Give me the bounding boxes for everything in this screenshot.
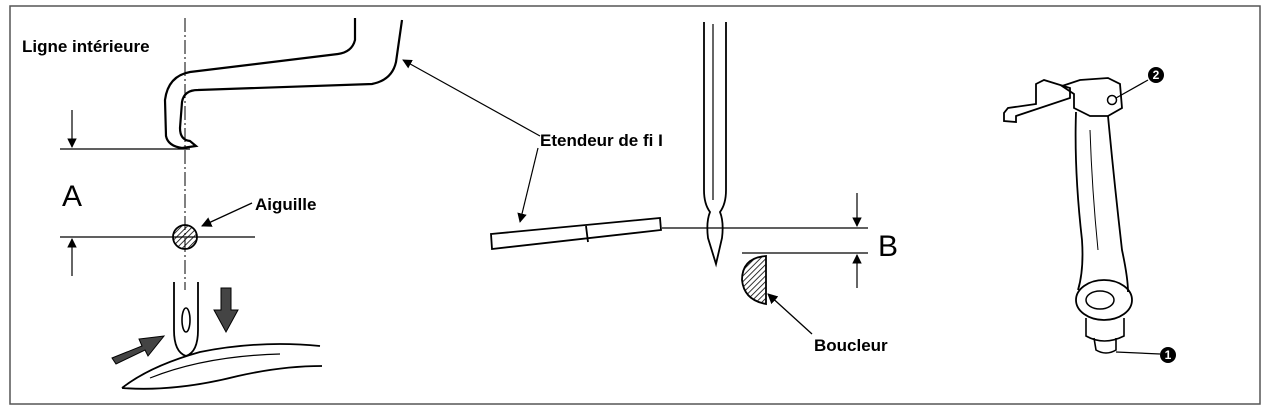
needle-pointer (201, 202, 253, 227)
push-arrow (111, 335, 166, 365)
thread-spreader-hook (163, 18, 404, 150)
down-arrow (213, 287, 239, 334)
screw-1-lead (1115, 351, 1161, 355)
spreader-head (1059, 77, 1123, 117)
screw-2 (1106, 94, 1118, 106)
callout-2-badge (1148, 67, 1164, 83)
spreader-arm (1003, 79, 1071, 123)
callout-1-badge (1160, 347, 1176, 363)
looper-groove (149, 353, 281, 379)
spreader-boss (1075, 279, 1133, 321)
spreader-body (1074, 111, 1129, 293)
dim-a-label: A (62, 180, 82, 213)
looper-pointer (767, 293, 813, 335)
looper-blade (121, 343, 323, 390)
needle-side (703, 22, 727, 268)
looper-section (741, 255, 767, 306)
right-panel: 2 1 (1003, 67, 1176, 363)
needle-front (173, 282, 199, 357)
callout-2-number: 2 (1153, 68, 1160, 82)
needle-eye (181, 307, 191, 333)
needle-label: Aiguille (255, 195, 316, 214)
spreader-boss-hole (1085, 290, 1115, 310)
inner-line-label: Ligne intérieure (22, 37, 150, 56)
needle-section (172, 224, 198, 250)
spreader-body-inner (1089, 129, 1099, 251)
looper-label: Boucleur (814, 336, 888, 355)
thread-spreader-label: Etendeur de fi I (540, 131, 663, 150)
spreader-pointer-bottom (517, 147, 539, 223)
left-panel: Ligne intérieure A Aiguille (22, 18, 404, 390)
spreader-pointer-top (402, 59, 541, 137)
dim-b-label: B (878, 230, 898, 263)
callout-1-number: 1 (1165, 348, 1172, 362)
center-panel: Etendeur de fi I B Boucleur (402, 22, 898, 355)
thread-spreader-blade (490, 217, 662, 250)
spreader-collar (1085, 318, 1125, 354)
diagram-frame (9, 5, 1261, 405)
screw-2-lead (1115, 79, 1149, 99)
